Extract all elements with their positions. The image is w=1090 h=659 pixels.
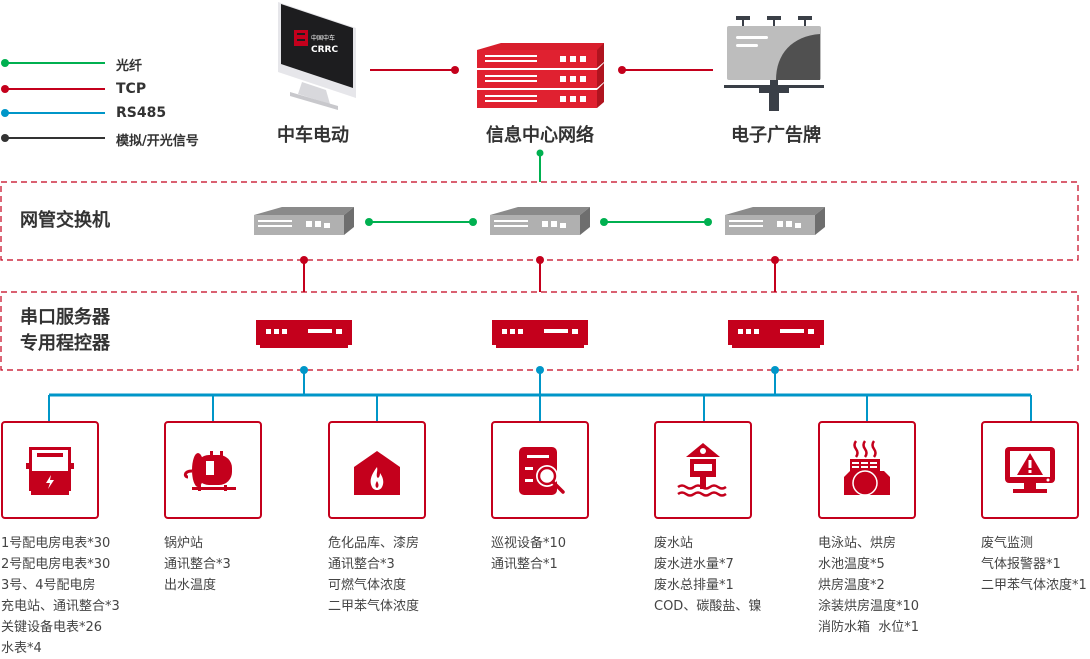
device-line: 1号配电房电表*30 [1, 536, 111, 551]
device-list-boiler: 锅炉站 通讯整合*3 出水温度 [164, 533, 231, 596]
network-switch-icon-2 [490, 207, 590, 235]
switch-band-label: 网管交换机 [20, 210, 110, 231]
device-line: 可燃气体浓度 [328, 578, 407, 593]
device-box-inspection [491, 421, 589, 519]
device-line: 水表*4 [1, 641, 42, 656]
device-list-electric-meter: 1号配电房电表*30 2号配电房电表*30 3号、4号配电房 充电站、通讯整合*… [1, 533, 120, 659]
fire-warehouse-icon [354, 451, 400, 495]
legend-tcp-label: TCP [116, 81, 147, 97]
server-band-label-line2: 专用程控器 [20, 333, 110, 354]
top-node-right-label: 电子广告牌 [731, 125, 821, 146]
device-line: 锅炉站 [164, 536, 204, 551]
fiber-link-switch-1-2 [365, 218, 477, 226]
device-line: 二甲苯气体浓度 [328, 599, 420, 614]
monitor-logo-cn: 中国中车 [311, 34, 335, 42]
device-line: 烘房温度*2 [818, 578, 885, 593]
serial-server-icon-3 [728, 320, 824, 348]
serial-server-icon-1 [256, 320, 352, 348]
device-box-electric-meter [1, 421, 99, 519]
tcp-link-switch-server-1 [300, 256, 308, 292]
legend-rs485-label: RS485 [116, 105, 167, 121]
device-box-alarm-monitor [981, 421, 1079, 519]
device-line: 废水站 [654, 536, 694, 551]
device-line: 巡视设备*10 [491, 536, 567, 551]
top-node-left-label: 中车电动 [277, 125, 349, 146]
device-line: 二甲苯气体浓度*1 [981, 578, 1087, 593]
device-list-alarm-monitor: 废气监测 气体报警器*1 二甲苯气体浓度*1 [981, 533, 1087, 596]
billboard-icon [724, 16, 824, 111]
device-line: 3号、4号配电房 [1, 578, 96, 593]
device-line: 关键设备电表*26 [1, 620, 103, 635]
device-line: 水池温度*5 [818, 557, 885, 572]
fiber-link-switch-2-3 [600, 218, 712, 226]
network-switch-icon-1 [254, 207, 354, 235]
electric-meter-icon [26, 447, 74, 495]
monitor-logo-en: CRRC [311, 45, 338, 55]
boiler-icon [183, 451, 236, 491]
rs485-bus [48, 370, 1032, 421]
fiber-link-center [536, 149, 544, 182]
inspection-document-icon [519, 447, 565, 495]
tcp-link-switch-server-2 [536, 256, 544, 292]
legend-tcp-line [1, 85, 105, 93]
device-line: 通讯整合*3 [328, 557, 395, 572]
device-line: 废水进水量*7 [654, 557, 734, 572]
device-line: 废气监测 [981, 536, 1034, 551]
device-line: 电泳站、烘房 [818, 536, 897, 551]
server-stack-icon [477, 43, 604, 108]
alarm-monitor-icon [1005, 447, 1055, 493]
tcp-link-left [370, 66, 459, 74]
device-box-fire-warehouse [328, 421, 426, 519]
legend-analog-line [1, 134, 105, 142]
device-line: 2号配电房电表*30 [1, 557, 111, 572]
device-box-boiler [164, 421, 262, 519]
drying-room-icon [844, 440, 890, 496]
device-list-water-station: 废水站 废水进水量*7 废水总排量*1 COD、碳酸盐、镍 [654, 533, 761, 617]
water-station-icon [677, 443, 727, 497]
device-line: 消防水箱 水位*1 [818, 620, 920, 635]
device-line: 通讯整合*1 [491, 557, 558, 572]
serial-server-icon-2 [492, 320, 588, 348]
device-line: 危化品库、漆房 [328, 536, 420, 551]
device-list-drying-room: 电泳站、烘房 水池温度*5 烘房温度*2 涂装烘房温度*10 消防水箱 水位*1 [818, 533, 919, 638]
device-line: 充电站、通讯整合*3 [1, 599, 120, 614]
monitor-icon: 中国中车 CRRC [278, 2, 356, 110]
legend-fiber-label: 光纤 [116, 59, 143, 74]
legend-rs485-line [1, 109, 105, 117]
legend-analog-label: 模拟/开光信号 [116, 134, 199, 149]
device-line: 出水温度 [164, 578, 217, 593]
tcp-link-right [618, 66, 713, 74]
device-line: 废水总排量*1 [654, 578, 734, 593]
device-line: 通讯整合*3 [164, 557, 231, 572]
top-node-center-label: 信息中心网络 [486, 125, 594, 146]
network-switch-icon-3 [725, 207, 825, 235]
device-line: 涂装烘房温度*10 [818, 599, 920, 614]
device-box-water-station [654, 421, 752, 519]
device-list-fire-warehouse: 危化品库、漆房 通讯整合*3 可燃气体浓度 二甲苯气体浓度 [328, 533, 419, 617]
device-line: 气体报警器*1 [981, 557, 1061, 572]
tcp-link-switch-server-3 [771, 256, 779, 292]
server-band-label-line1: 串口服务器 [20, 307, 110, 328]
device-box-drying-room [818, 421, 916, 519]
device-line: COD、碳酸盐、镍 [654, 599, 762, 614]
legend-fiber-line [1, 59, 105, 67]
device-list-inspection: 巡视设备*10 通讯整合*1 [491, 533, 566, 575]
